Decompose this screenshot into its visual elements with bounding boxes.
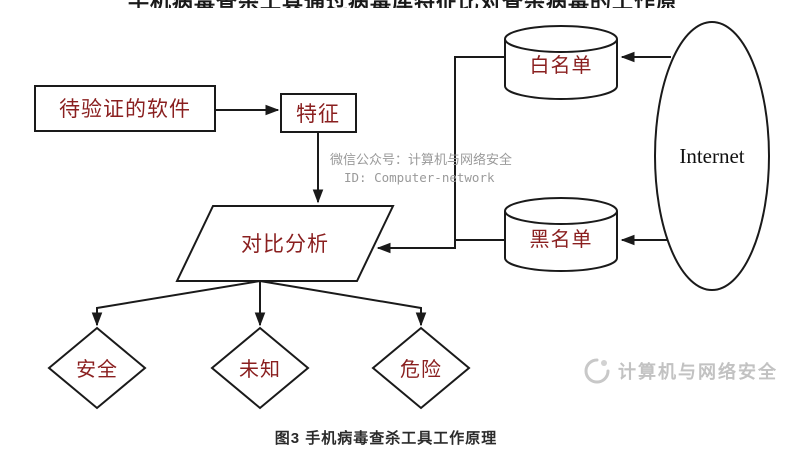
- node-feature-label: 特征: [296, 102, 340, 126]
- node-compare: [175, 205, 395, 282]
- nodes: 待验证的软件 特征 对比分析 白名单 黑名单 Internet 安全 未知: [34, 21, 770, 410]
- watermark-center-line2: ID: Computer-network: [344, 170, 495, 185]
- node-blacklist: 黑名单: [504, 197, 618, 272]
- cropped-title-text-content: 手机病毒查杀工具通过病毒库特征比对查杀病毒的工作原理: [128, 0, 676, 8]
- node-whitelist: 白名单: [504, 25, 618, 100]
- node-software-label: 待验证的软件: [59, 97, 191, 121]
- watermark-center-line1: 微信公众号：计算机与网络安全: [330, 152, 513, 167]
- node-internet-label: Internet: [679, 144, 744, 168]
- node-internet: [654, 21, 770, 291]
- watermark-corner: 计算机与网络安全: [582, 356, 778, 386]
- node-unknown-label: 未知: [239, 358, 281, 381]
- node-danger-label: 危险: [400, 358, 442, 381]
- cropped-title-text: 手机病毒查杀工具通过病毒库特征比对查杀病毒的工作原理: [128, 0, 676, 8]
- whitelist-cylinder-top: [504, 25, 618, 53]
- node-unknown: [210, 326, 310, 410]
- node-feature: [280, 93, 357, 133]
- edge-compare-safe: [91, 280, 261, 327]
- watermark-logo-icon: [584, 358, 610, 384]
- blacklist-cylinder-top: [504, 197, 618, 225]
- watermark-center: 微信公众号：计算机与网络安全 ID: Computer-network: [330, 151, 512, 187]
- edges: [91, 51, 671, 327]
- edge-compare-danger: [259, 280, 427, 327]
- node-compare-label: 对比分析: [241, 232, 329, 256]
- node-safe-label: 安全: [76, 358, 118, 381]
- node-danger: [371, 326, 471, 410]
- blacklist-cylinder-body: [504, 211, 618, 272]
- node-whitelist-label: 白名单: [530, 54, 593, 77]
- node-blacklist-label: 黑名单: [530, 228, 593, 251]
- edge-whitelist-compare: [376, 56, 509, 254]
- whitelist-cylinder-body: [504, 39, 618, 100]
- figure-caption: 图3 手机病毒查杀工具工作原理: [274, 430, 498, 447]
- node-safe: [47, 326, 147, 410]
- watermark-corner-text: 计算机与网络安全: [618, 362, 778, 382]
- node-software: [34, 85, 216, 132]
